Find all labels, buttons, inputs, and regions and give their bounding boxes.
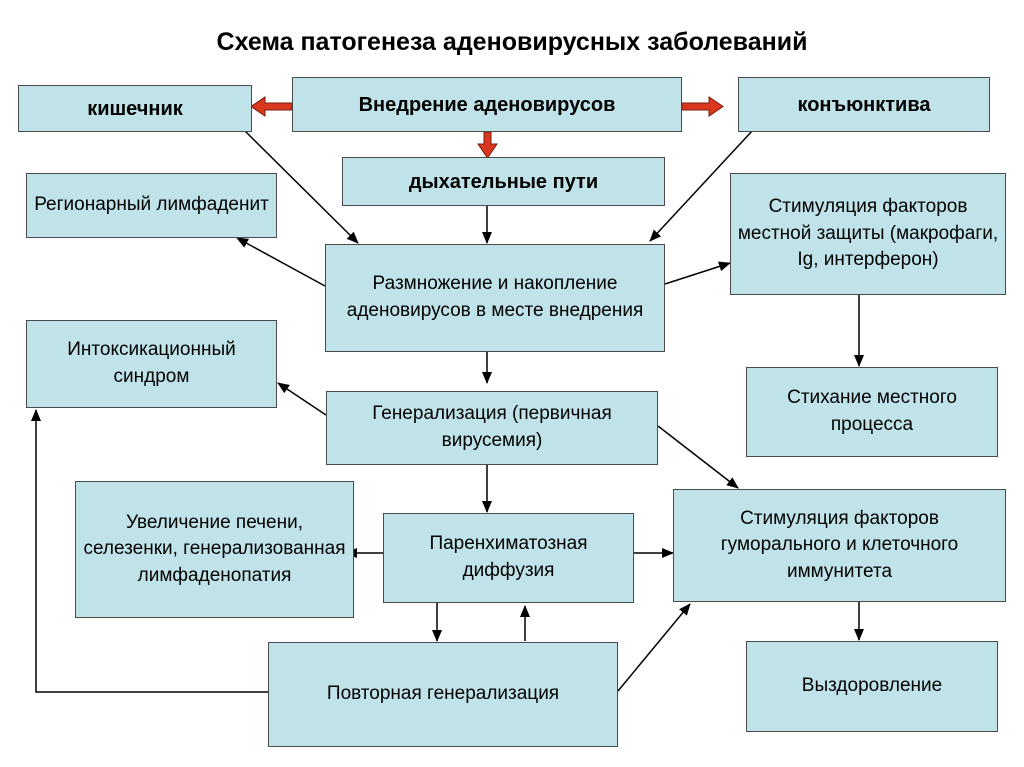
node-lymphadenitis: Регионарный лимфаденит	[26, 173, 277, 238]
arrow-intestine-to-replication	[243, 129, 359, 244]
node-entry: Внедрение аденовирусов	[292, 77, 682, 132]
arrow-replication-to-lymphadenitis	[236, 237, 326, 287]
arrow-entry-to-airways	[477, 131, 498, 159]
node-immunity: Стимуляция факторов гуморального и клето…	[673, 489, 1006, 602]
node-local-subsiding: Стихание местного процесса	[746, 367, 998, 457]
arrow-repeat-to-intoxication	[31, 409, 268, 693]
arrow-generalization-to-immunity	[657, 425, 739, 489]
node-replication: Размножение и накопление аденовирусов в …	[325, 244, 665, 352]
arrow-generalization-to-intoxication	[277, 382, 327, 416]
node-conjunctiva: конъюнктива	[738, 77, 990, 132]
arrow-entry-to-intestine	[250, 96, 293, 117]
node-intestine: кишечник	[18, 85, 252, 132]
arrow-conjunctiva-to-replication	[649, 129, 754, 242]
node-airways: дыхательные пути	[342, 157, 665, 206]
diagram-title: Схема патогенеза аденовирусных заболеван…	[216, 28, 808, 56]
node-intoxication: Интоксикационный синдром	[26, 320, 277, 408]
node-organ-enlargement: Увеличение печени, селезенки, генерализо…	[75, 481, 354, 618]
arrow-entry-to-conjunctiva	[681, 96, 724, 117]
arrow-replication-to-local-defense	[664, 261, 731, 285]
node-parenchymal: Паренхиматозная диффузия	[383, 513, 634, 603]
node-repeat-generalization: Повторная генерализация	[268, 642, 618, 747]
arrow-repeat-to-immunity	[617, 603, 691, 692]
node-generalization: Генерализация (первичная вирусемия)	[326, 391, 658, 465]
node-recovery: Выздоровление	[746, 641, 998, 732]
node-local-defense: Стимуляция факторов местной защиты (макр…	[730, 173, 1006, 295]
